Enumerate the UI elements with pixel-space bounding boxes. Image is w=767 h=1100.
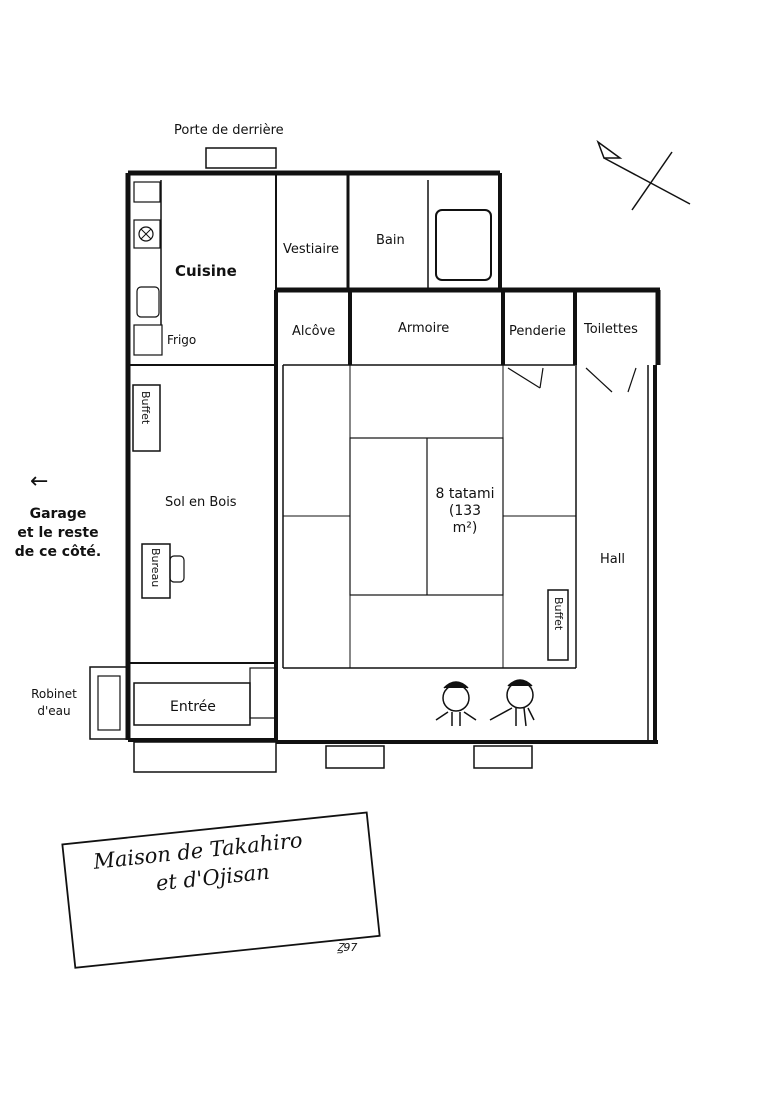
kitchen-label: Cuisine (175, 262, 237, 280)
faucet-box (89, 666, 129, 740)
back-door-step (205, 147, 277, 169)
back-door-label: Porte de derrière (174, 123, 284, 138)
dressing-label: Vestiaire (283, 242, 339, 257)
garage-line-1: Garage (29, 506, 87, 522)
buffet-left-box (132, 384, 161, 452)
buffet-right-label: Buffet (552, 597, 565, 631)
tatami-label: 8 tatami (133 m²) (428, 486, 502, 537)
stove-icon (138, 226, 154, 242)
children-sketch (435, 679, 535, 727)
wardrobe-label: Armoire (398, 321, 450, 336)
left-arrow-icon: ← (30, 469, 49, 494)
buffet-right-box (547, 589, 569, 661)
buffet-left-label: Buffet (139, 391, 152, 425)
sink-icon (136, 286, 160, 318)
tatami-area: (133 (448, 503, 482, 519)
entrance-label: Entrée (170, 699, 216, 715)
compass-arrow-icon (596, 139, 623, 159)
tatami-unit: m²) (452, 520, 478, 536)
garage-line-3: de ce côté. (14, 544, 102, 560)
artist-signature: Ꙁ97 (337, 941, 358, 954)
wood-floor-label: Sol en Bois (165, 495, 237, 510)
closet-label: Penderie (509, 324, 566, 339)
alcove-label: Alcôve (292, 324, 336, 339)
bathtub (435, 209, 492, 281)
tatami-count: 8 tatami (435, 486, 495, 502)
fridge-box (133, 324, 163, 356)
bath-label: Bain (376, 233, 405, 248)
chair-icon (169, 555, 185, 583)
faucet-line-1: Robinet (31, 687, 77, 701)
garage-line-2: et le reste (17, 525, 99, 541)
title-card (61, 811, 381, 969)
toilets-label: Toilettes (584, 322, 638, 337)
faucet-note: Robinet d'eau (20, 686, 88, 720)
garage-note: Garage et le reste de ce côté. (4, 505, 112, 562)
hall-label: Hall (600, 552, 625, 567)
faucet-line-2: d'eau (37, 704, 71, 718)
desk-label: Bureau (149, 548, 162, 588)
fridge-label: Frigo (167, 333, 197, 347)
